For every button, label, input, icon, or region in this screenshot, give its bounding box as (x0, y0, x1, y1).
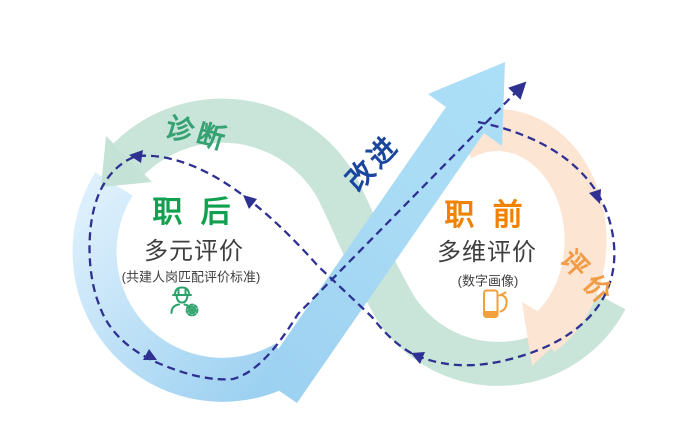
phone-home-bar (485, 311, 497, 316)
post-job-blue-band (72, 172, 297, 402)
worker-helmet (174, 286, 190, 296)
improve-arrow (259, 62, 505, 403)
flow-arrowhead-bottom-right (411, 352, 425, 364)
post-job-title: 职 后 (152, 196, 236, 229)
worker-shoulder (170, 303, 180, 314)
flow-arrowhead-right (589, 189, 601, 204)
phone-touch-icon (483, 289, 508, 318)
worker-face (175, 294, 189, 304)
flow-arrowhead-top-left (129, 150, 143, 163)
hand-palm (499, 294, 508, 313)
flow-arrowhead-bottom-left (143, 349, 157, 360)
phone-body (483, 289, 499, 318)
worker-gear-icon (170, 286, 199, 317)
pre-job-subtitle: 多维评价 (437, 239, 537, 266)
gear-body (187, 305, 197, 315)
pre-job-note: (数字画像) (457, 273, 519, 289)
gear-teeth (185, 303, 199, 317)
post-job-note: (共建人岗匹配评价标准) (121, 269, 261, 285)
evaluation-band-arrowhead (522, 302, 570, 366)
post-job-subtitle: 多元评价 (144, 238, 244, 265)
gear-hole (190, 308, 194, 312)
dashed-flow-path (88, 81, 616, 381)
flow-arrowhead-diagonal (243, 195, 257, 209)
pre-job-title: 职 前 (444, 199, 528, 232)
